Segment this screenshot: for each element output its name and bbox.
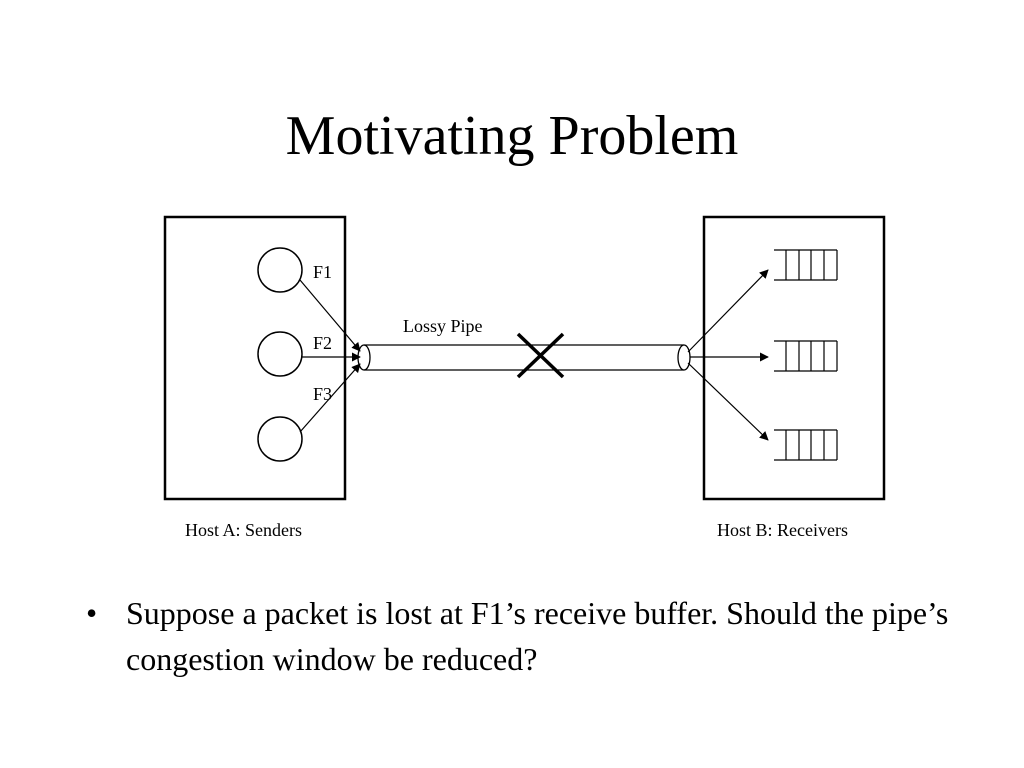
receive-buffer-1 — [774, 249, 838, 281]
receive-buffer-2 — [774, 340, 838, 372]
sender-f3-circle — [257, 416, 303, 462]
host-b-box — [702, 215, 886, 501]
receiver-arrow-1 — [687, 269, 769, 353]
flow-label-f3: F3 — [313, 384, 332, 404]
host-a-box — [163, 215, 347, 501]
flow-arrow-f1 — [299, 279, 361, 352]
bullet-marker: • — [86, 595, 98, 631]
slide-title: Motivating Problem — [285, 105, 739, 167]
bullet-item: • Suppose a packet is lost at F1’s recei… — [86, 590, 966, 682]
pipe-right-end — [677, 344, 691, 371]
host-b-caption: Host B: Receivers — [717, 520, 848, 540]
sender-f1-circle — [257, 247, 303, 293]
receiver-arrow-3 — [687, 362, 769, 441]
host-a-caption: Host A: Senders — [185, 520, 302, 540]
receive-buffer-3 — [774, 429, 838, 461]
pipe-label: Lossy Pipe — [403, 316, 483, 336]
sender-f2-circle — [257, 331, 303, 377]
packet-loss-icon — [516, 332, 565, 379]
flow-arrow-f3 — [299, 363, 361, 433]
flow-label-f1: F1 — [313, 262, 332, 282]
bullet-list: • Suppose a packet is lost at F1’s recei… — [86, 590, 966, 682]
pipe-left-end — [357, 344, 371, 371]
flow-label-f2: F2 — [313, 333, 332, 353]
bullet-text: Suppose a packet is lost at F1’s receive… — [126, 595, 949, 677]
